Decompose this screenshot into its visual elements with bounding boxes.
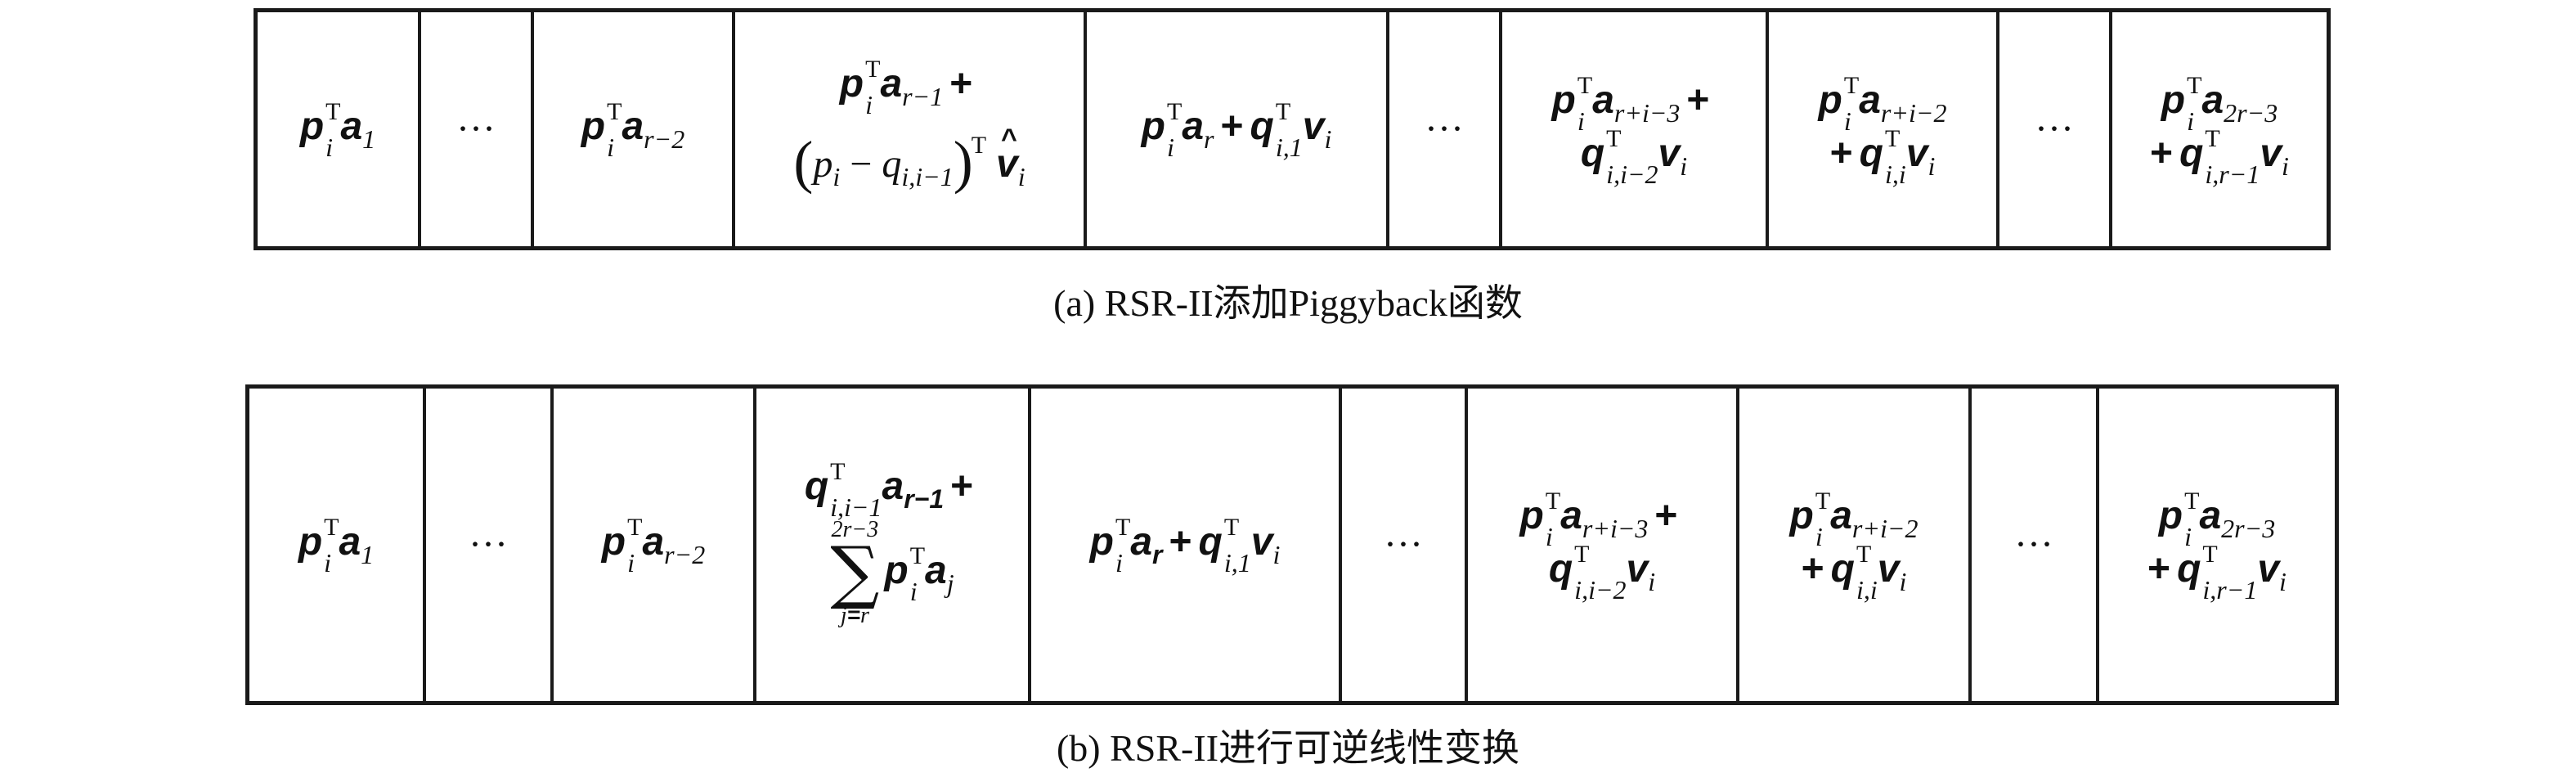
- cell-b-2: ···: [423, 389, 550, 701]
- cell-b-6: ···: [1339, 389, 1465, 701]
- caption-a: (a) RSR-II添加Piggyback函数: [1053, 282, 1523, 324]
- ellipsis: ···: [1425, 107, 1464, 151]
- summation: 2r−3 ∑ j=r: [830, 517, 880, 628]
- cell-a-6: ···: [1386, 12, 1499, 246]
- ellipsis: ···: [1384, 523, 1423, 566]
- ellipsis: ···: [469, 523, 508, 566]
- ellipsis: ···: [2035, 107, 2074, 151]
- ellipsis: ···: [2014, 523, 2053, 566]
- cell-b-9: ···: [1968, 389, 2096, 701]
- cell-a-2: ···: [418, 12, 531, 246]
- ellipsis: ···: [456, 107, 496, 151]
- caption-b: (b) RSR-II进行可逆线性变换: [1056, 727, 1520, 769]
- cell-a-9: ···: [1996, 12, 2109, 246]
